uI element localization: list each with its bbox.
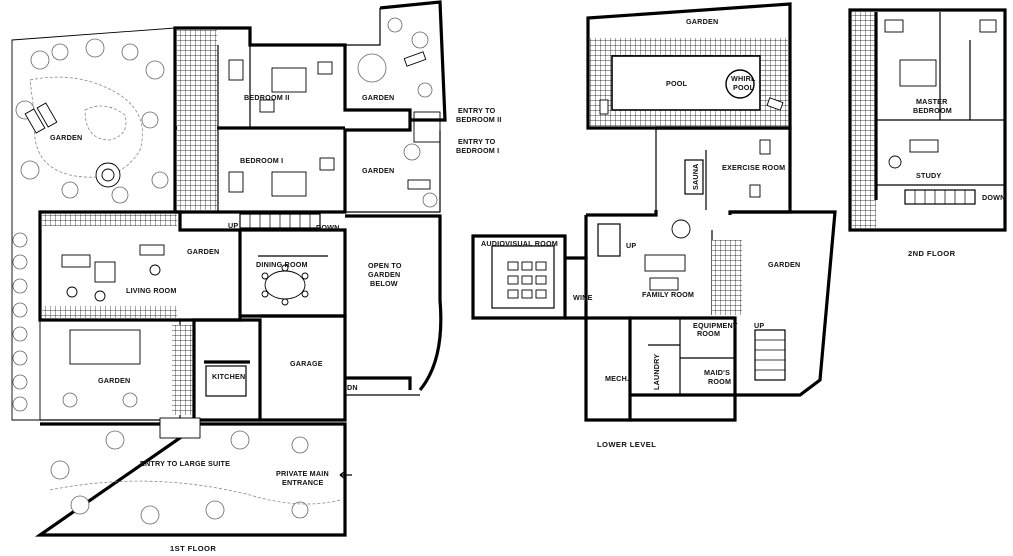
first-floor-labels: GARDEN BEDROOM II GARDEN ENTRY TO BEDROO…	[50, 93, 502, 553]
room-label-private-entrance-a: PRIVATE MAIN	[276, 469, 329, 478]
room-label-up-left: UP	[626, 241, 636, 250]
bathtub-icon	[228, 59, 244, 81]
room-label-maids-room-a: MAID'S	[704, 368, 730, 377]
room-label-entry-bedroom-1-b: BEDROOM I	[456, 146, 499, 155]
room-label-dn: DN	[347, 383, 358, 392]
lower-level-plan	[471, 2, 837, 422]
sofa-icon	[644, 254, 686, 272]
room-label-exercise-room: EXERCISE ROOM	[722, 163, 785, 172]
caption-lower-level: LOWER LEVEL	[597, 440, 656, 449]
room-label-equipment-room-a: EQUIPMENT	[693, 321, 738, 330]
room-label-garden-right: GARDEN	[768, 260, 800, 269]
room-label-whirlpool-a: WHIRL	[731, 74, 756, 83]
room-label-garage: GARAGE	[290, 359, 323, 368]
room-label-garden-north: GARDEN	[362, 93, 394, 102]
main-stairs	[239, 213, 321, 229]
room-label-sauna: SAUNA	[691, 163, 700, 190]
whirlpool-icon	[725, 69, 755, 99]
room-label-wine: WINE	[573, 293, 593, 302]
dining-table-icon	[264, 270, 306, 300]
room-label-down-2nd: DOWN	[982, 193, 1006, 202]
room-label-garden-south: GARDEN	[98, 376, 130, 385]
room-label-down: DOWN	[316, 223, 340, 232]
room-label-open-to-garden-a: OPEN TO	[368, 261, 402, 270]
second-floor-plan	[848, 8, 1007, 232]
bedroom-wing-walls	[173, 26, 412, 214]
first-floor-plan	[11, 0, 447, 537]
bed-icon	[271, 67, 307, 93]
room-label-equipment-room-b: ROOM	[697, 329, 720, 338]
west-garden-landscape	[11, 27, 176, 421]
room-label-garden-west: GARDEN	[50, 133, 82, 142]
room-label-entry-bedroom-2-a: ENTRY TO	[458, 106, 496, 115]
bedroom-wing-tile-terrace	[177, 30, 217, 210]
room-label-bedroom-1: BEDROOM I	[240, 156, 283, 165]
room-label-mech: MECH.	[605, 374, 629, 383]
room-label-entry-large-suite: ENTRY TO LARGE SUITE	[140, 459, 230, 468]
room-label-entry-bedroom-2-b: BEDROOM II	[456, 115, 502, 124]
room-label-open-to-garden-c: BELOW	[370, 279, 398, 288]
room-label-laundry: LAUNDRY	[652, 354, 661, 390]
entry-court-walls	[34, 422, 347, 537]
room-label-audiovisual-room: AUDIOVISUAL ROOM	[481, 239, 558, 248]
bed-icon	[271, 171, 307, 197]
room-label-study: STUDY	[916, 171, 941, 180]
room-label-pool: POOL	[666, 79, 688, 88]
room-label-garden-top: GARDEN	[686, 17, 718, 26]
room-label-private-entrance-b: ENTRANCE	[282, 478, 324, 487]
bathtub-icon	[884, 19, 904, 33]
lower-level-labels: GARDEN POOL WHIRL POOL SAUNA EXERCISE RO…	[481, 17, 800, 449]
room-label-entry-bedroom-1-a: ENTRY TO	[458, 137, 496, 146]
second-floor-labels: MASTER BEDROOM STUDY DOWN 2ND FLOOR	[908, 97, 1006, 258]
room-label-whirlpool-b: POOL	[733, 83, 755, 92]
room-label-living-room: LIVING ROOM	[126, 286, 177, 295]
caption-first-floor: 1ST FLOOR	[170, 544, 216, 553]
bathtub-icon	[228, 171, 244, 193]
garden-pergola-icon	[69, 329, 141, 365]
room-label-kitchen: KITCHEN	[212, 372, 245, 381]
room-label-open-to-garden-b: GARDEN	[368, 270, 400, 279]
room-label-garden-small: GARDEN	[187, 247, 219, 256]
room-label-master-bedroom-b: BEDROOM	[913, 106, 952, 115]
room-label-maids-room-b: ROOM	[708, 377, 731, 386]
room-label-up: UP	[228, 221, 238, 230]
caption-second-floor: 2ND FLOOR	[908, 249, 956, 258]
room-label-master-bedroom-a: MASTER	[916, 97, 948, 106]
room-label-dining-room: DINING ROOM	[256, 260, 308, 269]
room-label-bedroom-2: BEDROOM II	[244, 93, 290, 102]
sofa-icon	[61, 254, 91, 268]
room-label-garden-mid: GARDEN	[362, 166, 394, 175]
room-label-up-right: UP	[754, 321, 764, 330]
room-label-family-room: FAMILY ROOM	[642, 290, 694, 299]
bed-icon	[899, 59, 937, 87]
table-icon	[671, 219, 691, 239]
